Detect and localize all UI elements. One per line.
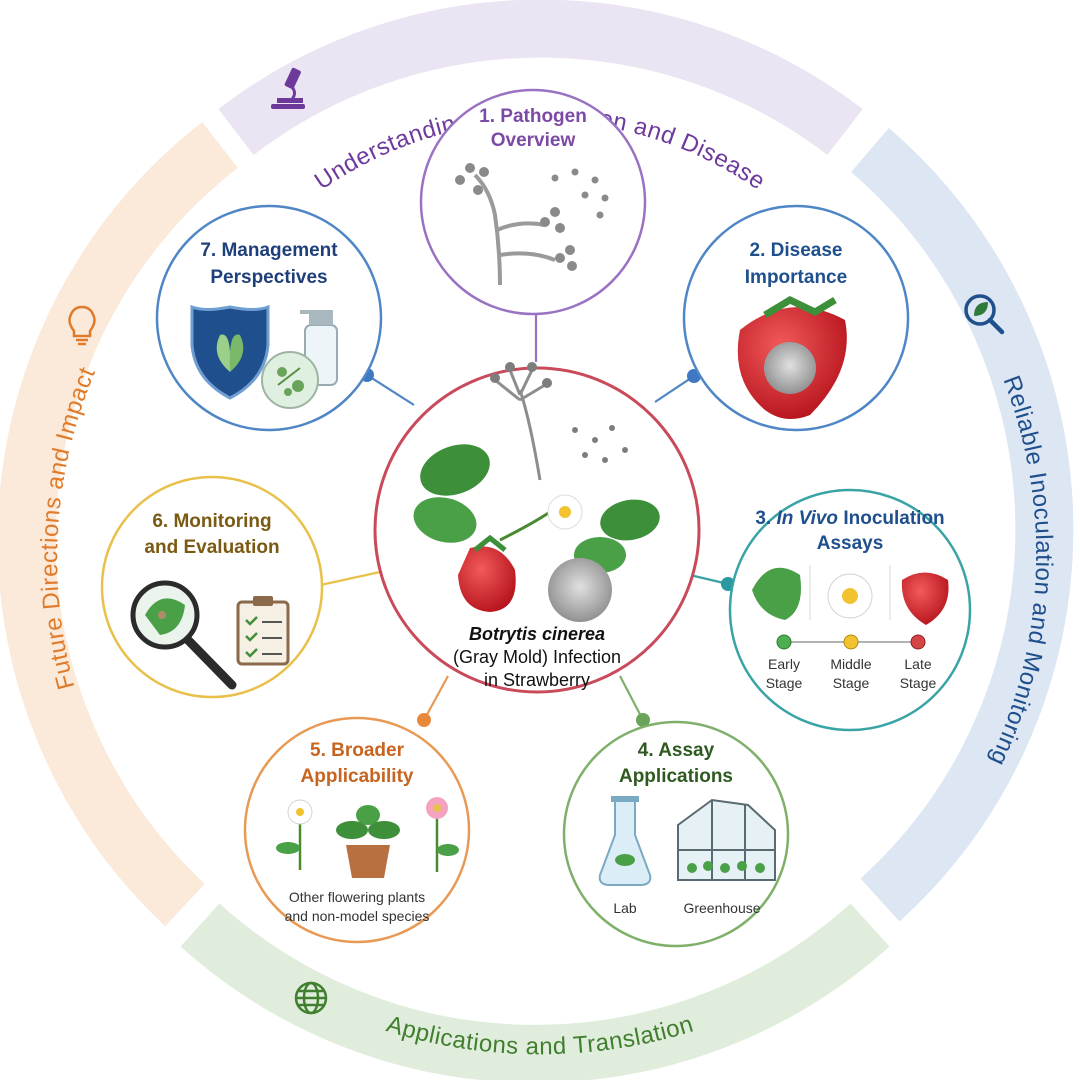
microscope-icon [271, 67, 305, 109]
conidia-icon [455, 163, 609, 271]
ring-segment-right [851, 128, 1074, 922]
magnify-leaf-icon [964, 294, 1005, 335]
stage-label-middle-a: Middle [830, 656, 871, 672]
connector-5 [423, 675, 449, 721]
seedlings-icon [687, 861, 765, 873]
clipboard-checklist-icon [236, 596, 290, 666]
globe-icon [294, 981, 328, 1015]
node-7-title-line1: 7. Management [200, 240, 338, 261]
stage-dot-middle [843, 634, 859, 650]
node-1-title-line2: Overview [491, 130, 576, 151]
connector-2 [654, 375, 695, 403]
node-6-title-line1: 6. Monitoring [152, 511, 271, 532]
moldy-strawberry-icon [737, 296, 847, 419]
ring-segment-left [0, 122, 238, 927]
node-2-title-line2: Importance [745, 267, 847, 288]
center-title-species: Botrytis cinerea [469, 624, 605, 644]
spores [490, 362, 628, 463]
node-6-monitoring-and-evaluation: 6. Monitoring and Evaluation [100, 475, 324, 699]
connector-7 [366, 374, 415, 406]
center-title-disease: (Gray Mold) Infection [453, 647, 621, 667]
petri-dish-icon [261, 351, 319, 409]
potted-plant-icon [336, 805, 400, 878]
pink-flower-plant-icon [426, 797, 459, 872]
node-3-title-line2: Assays [817, 533, 884, 554]
flask-icon [598, 796, 652, 886]
shield-leaf-icon [190, 304, 270, 400]
lightbulb-icon [68, 305, 96, 346]
node-4-title-line2: Applications [619, 766, 733, 787]
stage-dot-early [776, 634, 792, 650]
node-5-title-line2: Applicability [301, 766, 414, 787]
ring-segment-bottom [180, 903, 890, 1080]
connector-4 [619, 675, 644, 721]
node-2-title-line1: 2. Disease [750, 240, 843, 261]
node-5-caption-line2: and non-model species [285, 908, 430, 924]
node-4-title-line1: 4. Assay [638, 740, 715, 761]
leaf-icon [752, 567, 801, 620]
magnifier-leaf-icon [130, 580, 237, 690]
pathogen-conidiophore-illustration [494, 369, 546, 481]
connector-6 [315, 570, 381, 588]
node-1-pathogen-overview: 1. Pathogen Overview [419, 88, 647, 316]
node-2-disease-importance: 2. Disease Importance [682, 204, 910, 432]
stage-label-late-b: Stage [900, 675, 937, 691]
strawberry-icon [901, 572, 949, 625]
lab-label: Lab [613, 900, 637, 916]
connectors [309, 300, 735, 727]
stage-label-early-a: Early [768, 656, 800, 672]
node-1-title-line1: 1. Pathogen [479, 106, 587, 127]
flower-icon [827, 573, 873, 619]
connector-dot-5 [417, 713, 431, 727]
node-3-in-vivo-inoculation-assays: 3. In Vivo Inoculation Assays Early Stag… [728, 488, 972, 732]
node-5-caption-line1: Other flowering plants [289, 889, 425, 905]
node-3-title-line1: 3. In Vivo Inoculation [755, 508, 944, 529]
stage-label-early-b: Stage [766, 675, 803, 691]
stage-label-middle-b: Stage [833, 675, 870, 691]
node-4-assay-applications: 4. Assay Applications Lab Greenhouse [562, 720, 790, 948]
strawberry-plant-illustration [413, 444, 660, 622]
white-flower-plant-icon [276, 799, 313, 870]
node-6-title-line2: and Evaluation [144, 537, 279, 558]
greenhouse-label: Greenhouse [683, 900, 760, 916]
stage-label-late-a: Late [904, 656, 931, 672]
node-7-title-line2: Perspectives [210, 267, 327, 288]
ring-segment-top [218, 0, 863, 156]
center-node: Botrytis cinerea (Gray Mold) Infection i… [373, 362, 701, 694]
node-5-broader-applicability: 5. Broader Applicability Other flowering… [243, 716, 471, 944]
greenhouse-icon [677, 798, 776, 881]
center-title-host: in Strawberry [484, 670, 590, 690]
stage-dot-late [910, 634, 926, 650]
connector-dot-4 [636, 713, 650, 727]
node-7-management-perspectives: 7. Management Perspectives [155, 204, 383, 432]
node-5-title-line1: 5. Broader [310, 740, 405, 761]
